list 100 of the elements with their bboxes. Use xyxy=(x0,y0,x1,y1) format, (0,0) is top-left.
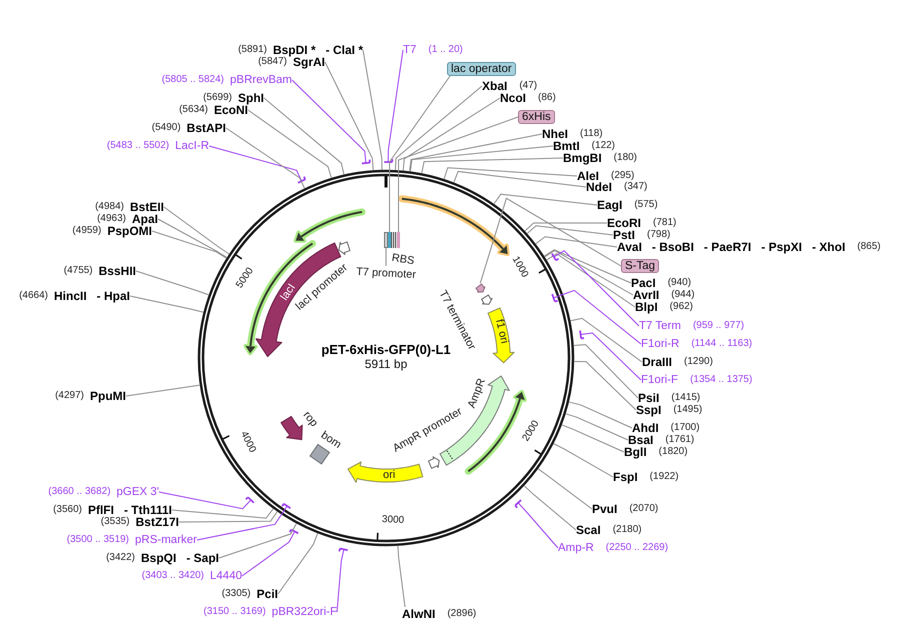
leader-line xyxy=(398,116,518,232)
feature-label: RBS xyxy=(390,252,416,268)
feature-label: rop xyxy=(300,410,320,430)
site-position: (4959) xyxy=(72,224,102,238)
scale-label: 4000 xyxy=(236,430,258,456)
operator-mark xyxy=(388,232,391,248)
enzyme-name: PsiI xyxy=(638,391,660,405)
site-position: (1495) xyxy=(673,403,702,417)
enzyme-name: - HpaI xyxy=(96,289,130,303)
enzyme-name: BmtI xyxy=(553,139,580,153)
enzyme-name: BmgBI xyxy=(563,151,602,165)
enzyme-name: BstAPI xyxy=(186,121,226,135)
enzyme-name: PacI xyxy=(631,276,656,290)
leader-line xyxy=(278,532,318,594)
rbs-mark xyxy=(391,232,397,248)
leader-line xyxy=(383,50,404,163)
leader-line xyxy=(480,198,622,284)
primer-position: (1354 .. 1375) xyxy=(690,373,752,387)
site-position: (962) xyxy=(670,300,694,314)
enzyme-name: EcoNI xyxy=(214,103,248,117)
enzyme-name: ScaI xyxy=(576,523,601,537)
primer-name: L4440 xyxy=(210,569,242,583)
site-position: (4297) xyxy=(55,389,84,403)
enzyme-name: PpuMI xyxy=(90,389,126,403)
promoter-mark xyxy=(384,232,388,248)
site-position: (4664) xyxy=(19,289,48,303)
site-position: (575) xyxy=(634,198,658,212)
enzyme-name: AvaI xyxy=(617,240,642,254)
leader-line xyxy=(172,508,274,519)
leader-line xyxy=(130,296,204,313)
leader-line xyxy=(444,167,578,180)
site-position: (1820) xyxy=(658,445,688,459)
enzyme-name: AlwNI xyxy=(402,607,436,621)
primer-position: (5483 .. 5502) xyxy=(106,139,170,153)
leader-line xyxy=(324,62,374,171)
leader-line xyxy=(568,402,632,428)
primer-position: (3500 .. 3519) xyxy=(66,533,130,547)
leader-line xyxy=(242,528,300,576)
site-position: (3560) xyxy=(53,503,82,517)
leader-line xyxy=(526,225,614,236)
site-position: (2070) xyxy=(629,502,658,516)
primer-name: pBR322ori-F xyxy=(272,605,337,619)
enzyme-name: NheI xyxy=(542,127,568,141)
leader-line xyxy=(397,545,406,608)
leader-line xyxy=(546,253,636,308)
leader-line xyxy=(218,523,297,558)
leader-line xyxy=(494,194,598,206)
enzyme-name: SspI xyxy=(636,403,662,417)
site-position: (5490) xyxy=(152,121,181,135)
enzyme-name: NcoI xyxy=(500,91,526,105)
leader-line xyxy=(389,76,450,232)
leader-line xyxy=(410,146,554,172)
enzyme-name: - XhoI xyxy=(812,240,846,254)
leader-line xyxy=(561,424,624,452)
feature-label: bom xyxy=(318,428,344,452)
primer-position: (2250 .. 2269) xyxy=(606,541,668,555)
site-position: (3305) xyxy=(222,587,251,601)
site-position: (3535) xyxy=(100,515,130,529)
enzyme-name: BglI xyxy=(624,445,647,459)
site-position: (940) xyxy=(668,276,692,290)
leader-line xyxy=(208,146,306,184)
primer-name: F1ori-R xyxy=(641,337,680,351)
enzyme-name: PspOMI xyxy=(107,224,152,238)
leader-line xyxy=(336,548,349,612)
primer-name: T7 Term xyxy=(639,319,681,333)
leader-line xyxy=(248,110,332,178)
leader-line xyxy=(264,98,344,176)
primer-position: (1 .. 20) xyxy=(428,43,463,57)
site-position: (47) xyxy=(519,79,538,93)
leader-line xyxy=(164,206,230,255)
site-position: (798) xyxy=(647,228,670,242)
primer-name: Amp-R xyxy=(558,541,594,555)
site-position: (4755) xyxy=(64,264,93,278)
leader-line xyxy=(579,330,642,380)
primer-name: pGEX 3' xyxy=(116,485,159,499)
primer-name: pRS-marker xyxy=(135,533,197,547)
enzyme-name: PciI xyxy=(256,587,278,601)
leader-line xyxy=(394,86,482,171)
site-position: (4984) xyxy=(95,200,124,214)
leader-line xyxy=(514,499,558,548)
site-position: (1922) xyxy=(650,470,679,484)
feature-label: lacI xyxy=(278,281,298,302)
leader-line xyxy=(136,270,210,296)
feature-label: T7 promoter xyxy=(356,266,416,282)
leader-line xyxy=(178,511,278,522)
leader-line xyxy=(550,250,640,326)
leader-line xyxy=(544,250,634,296)
enzyme-name: SphI xyxy=(238,91,264,105)
leader-line xyxy=(570,318,642,362)
enzyme-name: - SapI xyxy=(186,551,219,565)
primer-position: (3150 .. 3169) xyxy=(204,605,266,619)
enzyme-name: XbaI xyxy=(482,79,508,93)
plasmid-size: 5911 bp xyxy=(364,357,408,371)
enzyme-name: PflFI xyxy=(88,503,114,517)
primer-name: pBRrevBam xyxy=(230,73,292,87)
primer-name: T7 xyxy=(403,43,416,57)
primer-position: (5805 .. 5824) xyxy=(162,73,224,87)
enzyme-name: - Tth111I xyxy=(124,503,172,517)
site-position: (2180) xyxy=(612,523,642,537)
site-position: (1761) xyxy=(665,433,694,446)
